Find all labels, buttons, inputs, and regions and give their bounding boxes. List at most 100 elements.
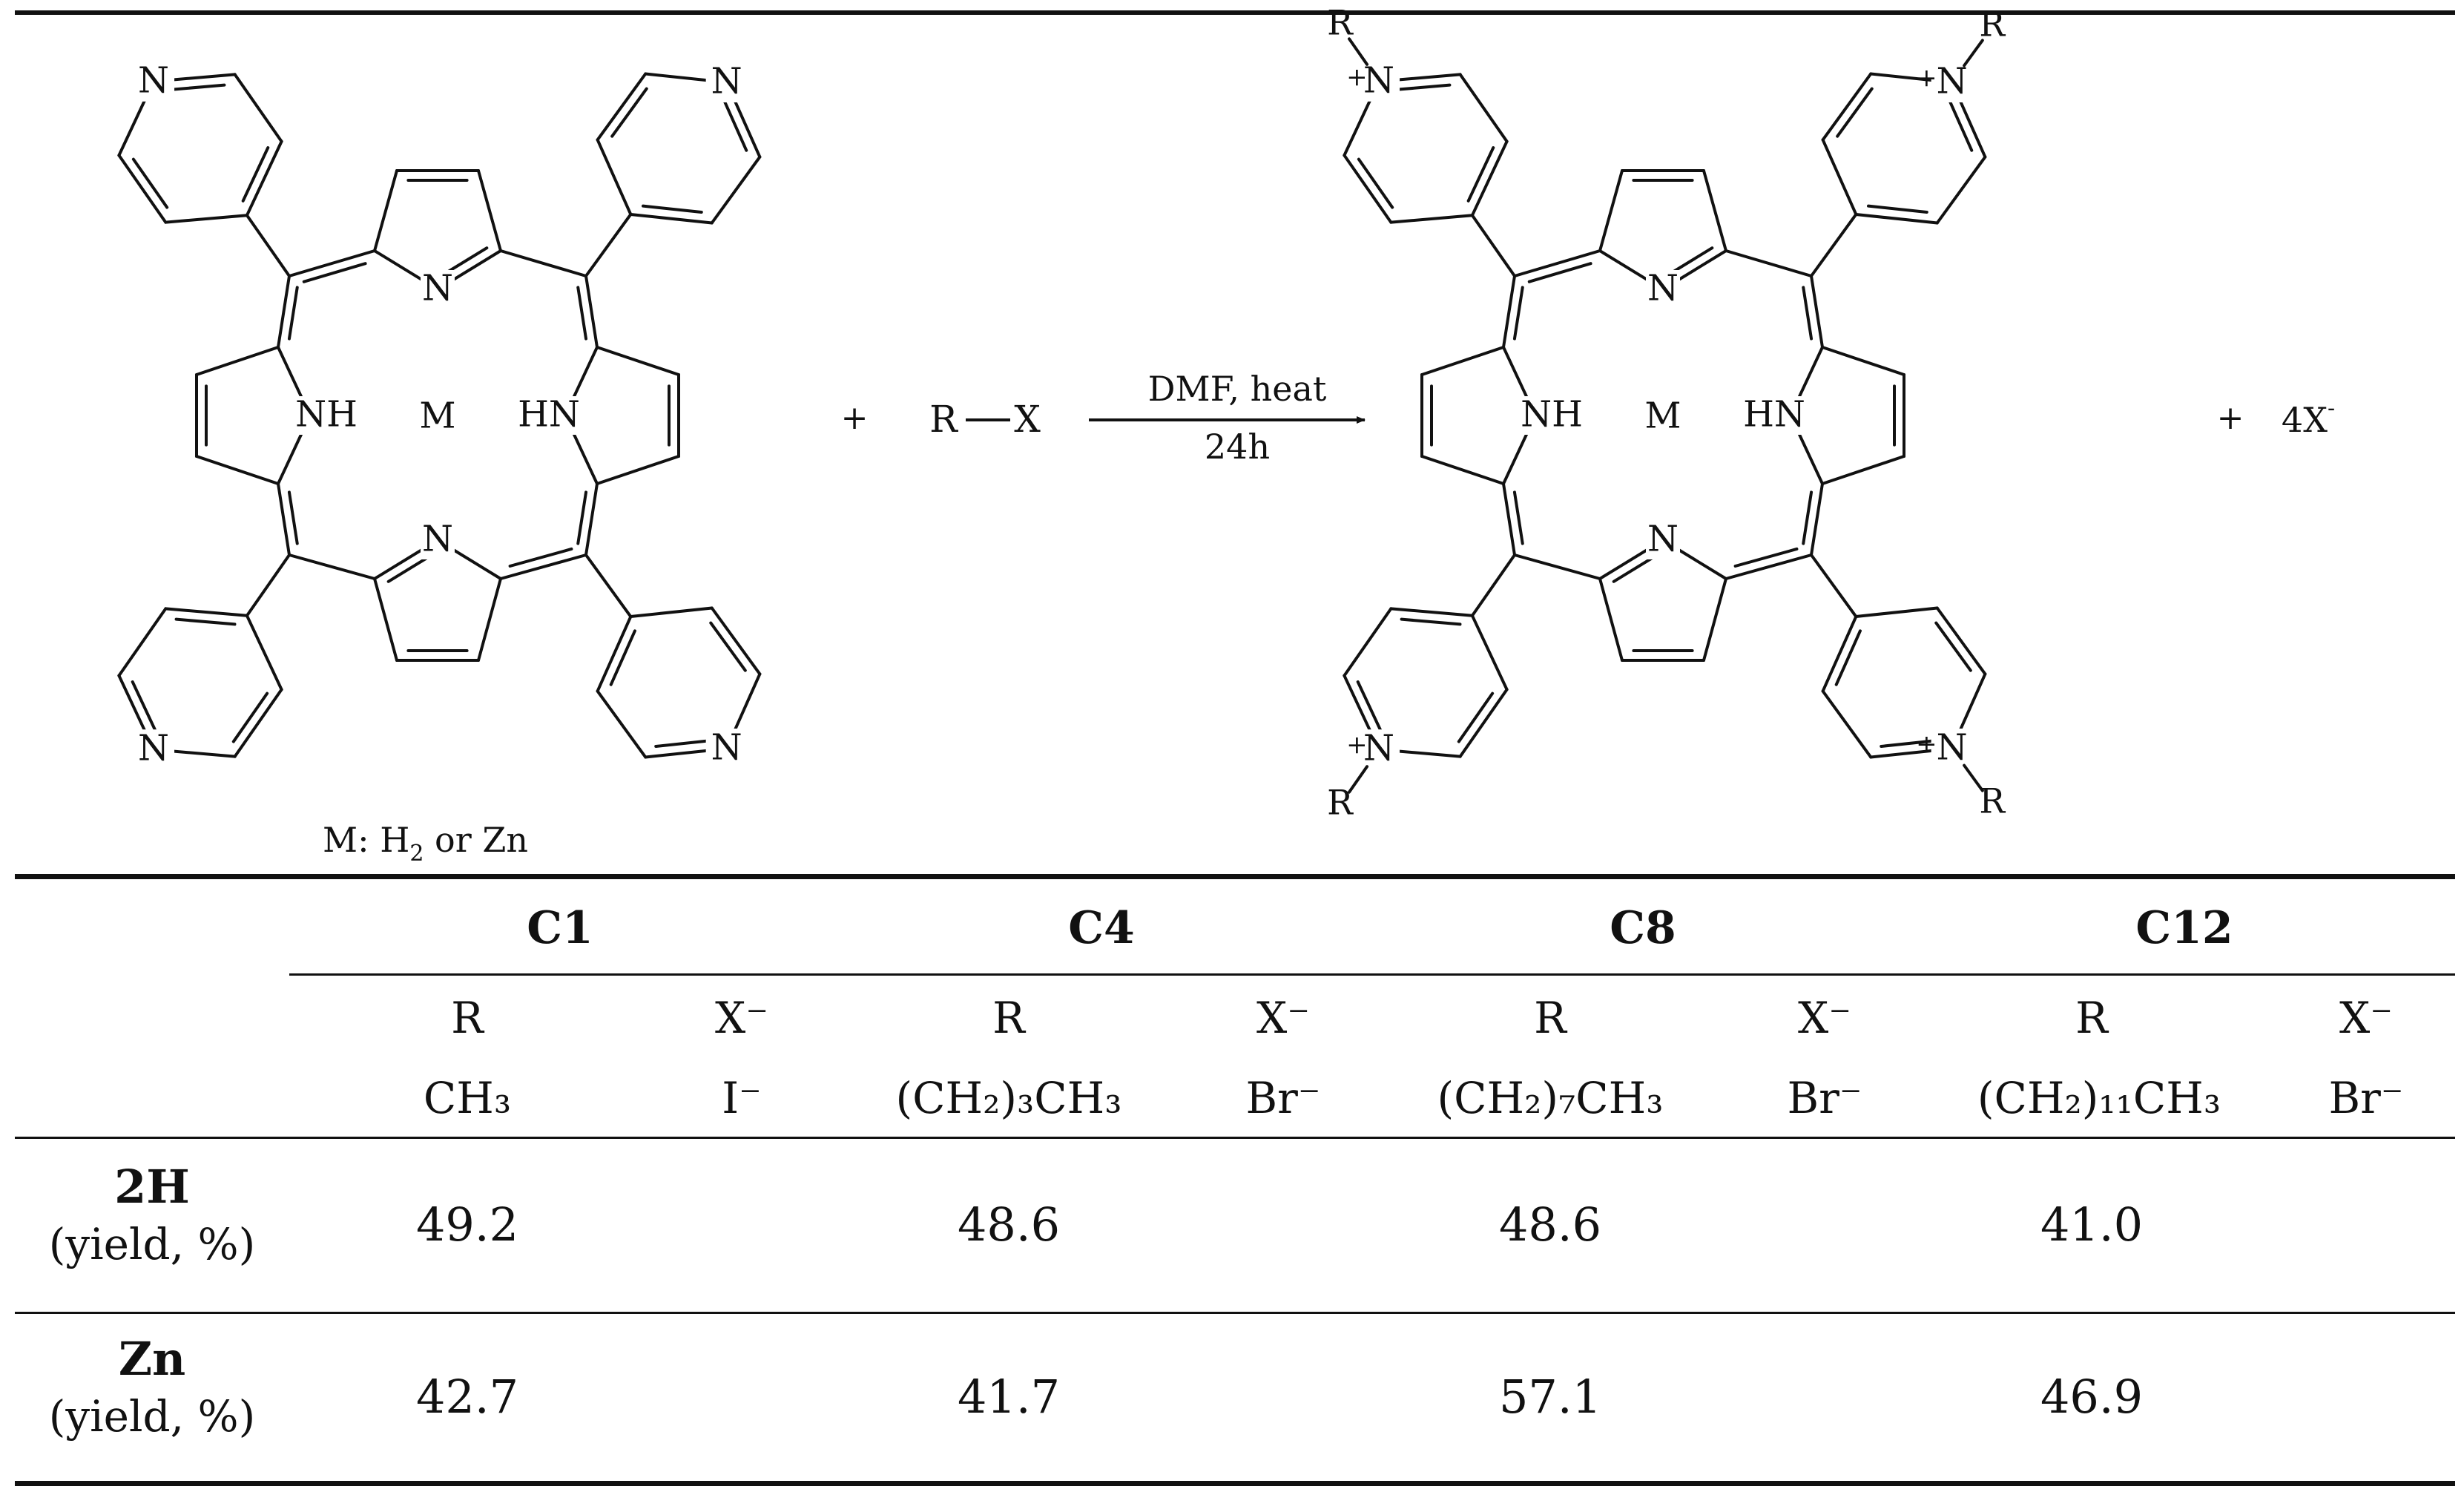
- c1-x-label: X⁻: [715, 993, 768, 1043]
- bond: [1420, 346, 1505, 376]
- bond: [710, 606, 762, 676]
- bond: [245, 214, 291, 277]
- pyridyl-n-atom: N: [1363, 728, 1394, 769]
- bond: [710, 155, 762, 225]
- bond: [1725, 249, 1813, 277]
- label-knockout: [421, 270, 455, 309]
- c4-r-label: R: [992, 993, 1025, 1043]
- n-substituent-r: R: [1327, 783, 1354, 823]
- header-underline: [289, 973, 2455, 976]
- reagent-r: R: [929, 398, 958, 441]
- double-bond: [1802, 286, 1814, 341]
- reagent-x: X: [1014, 398, 1041, 441]
- bond: [164, 607, 248, 617]
- label-knockout: [516, 396, 587, 435]
- yield-zn-c1: 42.7: [415, 1370, 519, 1424]
- bond: [117, 154, 168, 224]
- label-knockout: [133, 61, 175, 102]
- bond: [1513, 249, 1601, 277]
- yield-zn-c4: 41.7: [957, 1370, 1061, 1424]
- bond: [596, 455, 680, 485]
- pyridyl-n-atom: N: [1937, 61, 1968, 102]
- pyridyl-n-atom: N: [711, 61, 742, 102]
- c12-x-label: X⁻: [2339, 993, 2393, 1043]
- c1-x-value: I⁻: [722, 1073, 762, 1123]
- bond: [596, 689, 648, 759]
- row-name-2h: 2H: [114, 1160, 190, 1214]
- c1-r-value: CH₃: [423, 1073, 512, 1123]
- bond: [245, 614, 283, 691]
- c4-x-value: Br⁻: [1245, 1073, 1321, 1123]
- label-knockout: [1646, 270, 1680, 309]
- pyridyl-n-atom: N: [1937, 726, 1968, 768]
- bond: [1470, 139, 1509, 217]
- bond: [1821, 615, 1858, 693]
- bond: [1470, 553, 1516, 617]
- bond: [1725, 553, 1813, 580]
- c4-x-label: X⁻: [1256, 993, 1310, 1043]
- bond: [1821, 689, 1873, 759]
- bond: [629, 212, 714, 225]
- bond: [584, 212, 633, 277]
- bond: [1702, 169, 1727, 252]
- core-metal-label: M: [1644, 395, 1681, 437]
- row-unit-2h: (yield, %): [48, 1219, 256, 1269]
- double-bond: [609, 629, 636, 686]
- bond: [1343, 154, 1393, 224]
- double-bond: [1400, 617, 1462, 626]
- metal-note: M: H2 or Zn: [323, 820, 528, 867]
- bond: [1810, 275, 1824, 349]
- bond: [288, 249, 376, 277]
- bond: [1389, 214, 1474, 224]
- double-bond: [576, 286, 588, 341]
- c8-r-value: (CH₂)₇CH₃: [1437, 1073, 1664, 1123]
- double-bond: [1934, 621, 1972, 672]
- row-label-zn: Zn (yield, %): [15, 1331, 289, 1445]
- bond: [1420, 455, 1505, 485]
- double-bond: [164, 83, 226, 92]
- bond: [245, 139, 283, 217]
- c12-x-value: Br⁻: [2328, 1073, 2404, 1123]
- yield-2h-c12: 41.0: [2040, 1197, 2144, 1252]
- bond: [1702, 577, 1727, 662]
- core-n-top: N: [422, 268, 453, 309]
- group-header-c1: C1: [527, 902, 593, 954]
- label-knockout: [1931, 728, 1973, 769]
- n-substituent-r: R: [1979, 4, 2006, 45]
- bottom-rule: [15, 1481, 2455, 1486]
- pyridyl-n-atom: N: [711, 726, 742, 768]
- row-divider: [15, 1312, 2455, 1314]
- bond: [277, 275, 291, 349]
- bond: [596, 615, 633, 693]
- bond: [1513, 553, 1601, 580]
- bond: [1963, 39, 1984, 68]
- bond: [1963, 763, 1984, 792]
- bond: [1502, 482, 1516, 556]
- bond: [499, 553, 587, 580]
- bond: [1502, 275, 1516, 349]
- double-bond: [1802, 490, 1814, 545]
- pyridyl-n-atom: N: [1363, 59, 1394, 101]
- bond: [288, 553, 376, 580]
- yield-zn-c8: 57.1: [1498, 1370, 1602, 1424]
- bond: [477, 169, 502, 252]
- bond: [245, 553, 291, 617]
- double-bond: [131, 680, 159, 737]
- bond: [277, 482, 291, 556]
- double-bond: [131, 157, 169, 209]
- label-knockout: [1931, 62, 1973, 103]
- c1-r-label: R: [451, 993, 484, 1043]
- double-bond: [1357, 157, 1394, 209]
- label-knockout: [1358, 729, 1400, 770]
- label-knockout: [288, 396, 359, 435]
- bond: [195, 346, 280, 376]
- bond: [1854, 212, 1939, 225]
- core-metal-label: M: [419, 395, 455, 437]
- positive-charge: +: [1346, 730, 1368, 760]
- double-bond: [1733, 547, 1799, 568]
- bond: [117, 607, 168, 677]
- bond: [1821, 346, 1905, 376]
- double-bond: [174, 617, 237, 626]
- bond: [1810, 482, 1824, 556]
- bond: [584, 275, 599, 349]
